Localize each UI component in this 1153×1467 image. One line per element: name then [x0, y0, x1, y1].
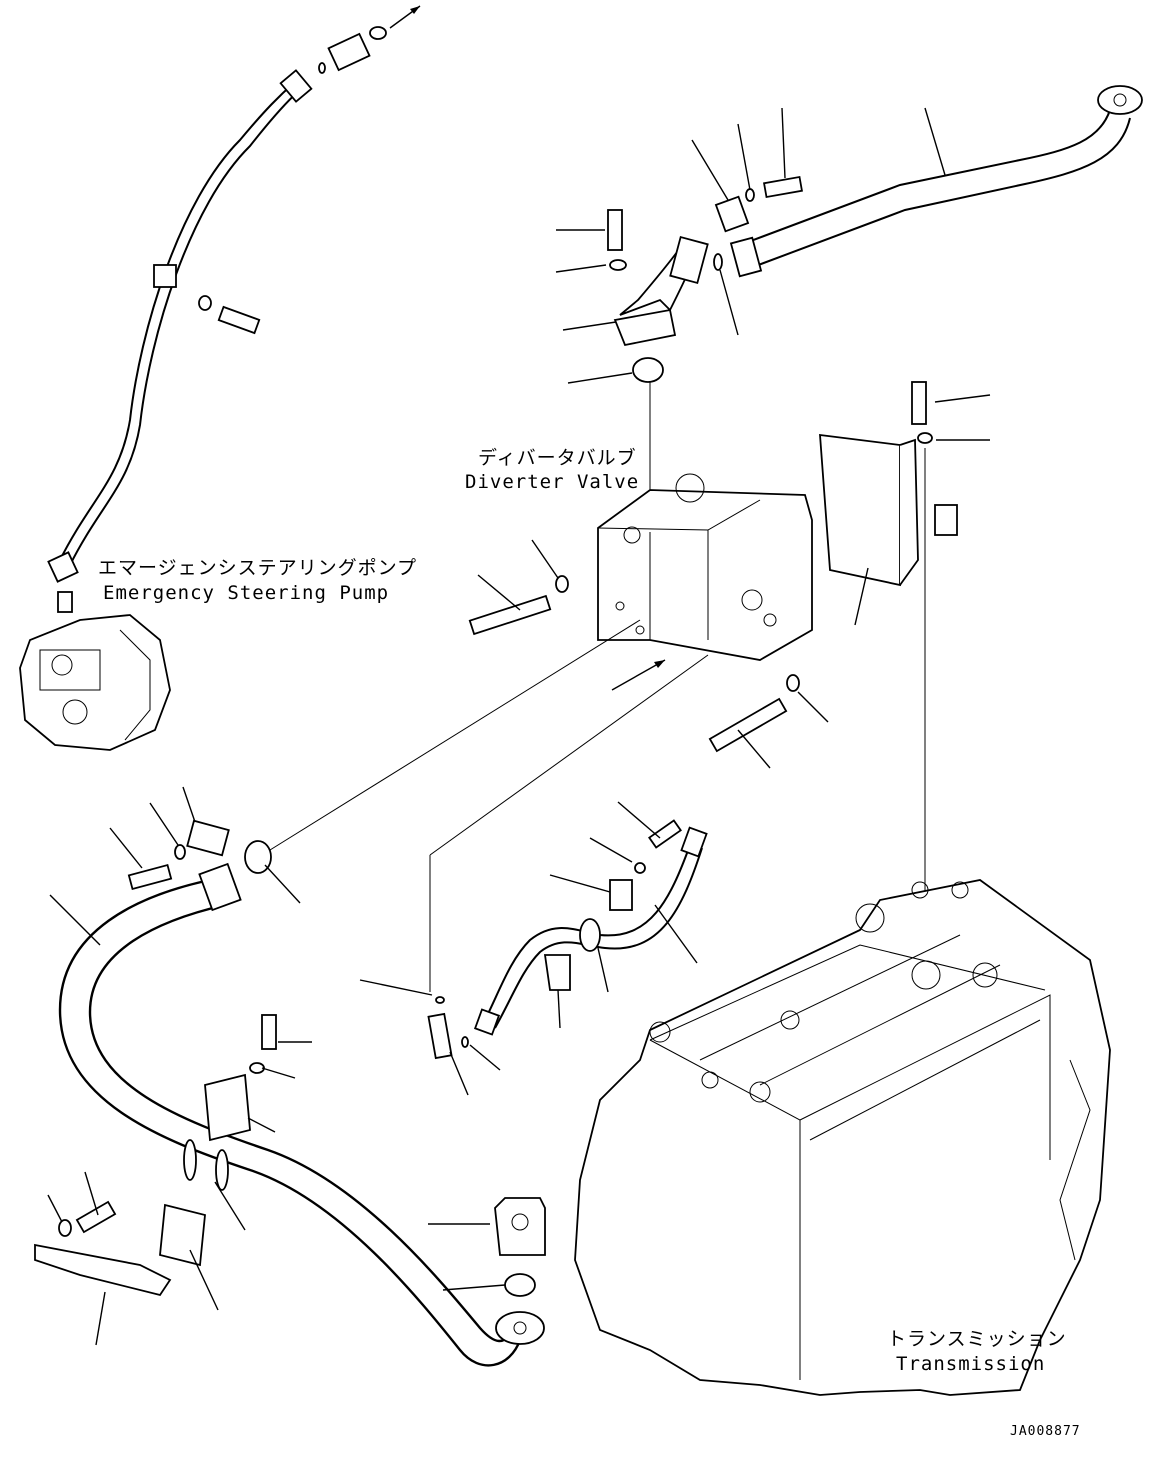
- transmission-label-jp: トランスミッション: [887, 1328, 1067, 1350]
- diverter-valve-label-en: Diverter Valve: [465, 471, 640, 493]
- transmission-housing: [574, 879, 1111, 1396]
- diverter-elbow: [555, 209, 739, 498]
- upper-clamp-bolts: [691, 107, 803, 233]
- drawing-code: JA008877: [1010, 1424, 1081, 1439]
- lower-large-hose: [49, 619, 641, 1367]
- diverter-valve-block: [468, 473, 829, 769]
- emergency-pump-label-en: Emergency Steering Pump: [103, 582, 390, 604]
- emergency-pump-label-jp: エマージェンシステアリングポンプ: [98, 557, 418, 579]
- valve-mounting-bracket: [819, 381, 991, 965]
- diverter-valve-label-jp: ディバータバルブ: [478, 447, 637, 469]
- clamp-bolt-upper-left: [198, 295, 261, 335]
- lower-hose-clamp: [34, 1014, 312, 1346]
- center-small-hose: [359, 654, 709, 1096]
- emergency-steering-pump: [19, 591, 171, 751]
- small-block-and-oring: [428, 1197, 546, 1297]
- hose-fitting-top: [318, 5, 421, 74]
- emergency-pump-hose: [47, 69, 313, 583]
- transmission-label-en: Transmission: [896, 1353, 1046, 1375]
- upper-right-hose: [729, 85, 1143, 278]
